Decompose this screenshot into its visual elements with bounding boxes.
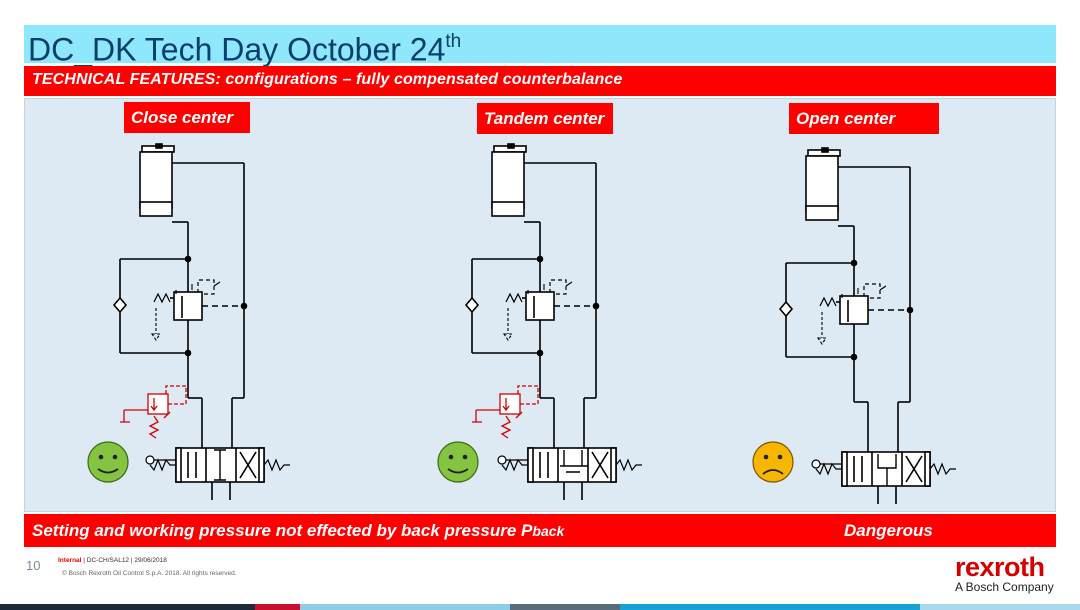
footer-stripe — [300, 604, 510, 610]
circuit-tandem-center — [465, 143, 643, 501]
smiling-face-icon — [87, 441, 129, 483]
danger-label: Dangerous — [844, 521, 933, 540]
footer-classification: Internal | DC-CH/SAL12 | 29/06/2018 — [58, 557, 167, 564]
relief-valve-close-center — [119, 385, 187, 439]
circuit-close-center — [113, 143, 291, 501]
smiling-face-icon — [437, 441, 479, 483]
statement-subscript: back — [532, 523, 565, 539]
page-title: DC_DK Tech Day October 24th — [28, 31, 462, 68]
config-label-close-center: Close center — [124, 102, 250, 133]
footer-copyright: © Bosch Rexroth Oil Control S.p.A. 2018.… — [62, 570, 237, 577]
footer-stripe — [0, 604, 255, 610]
title-superscript: th — [445, 31, 462, 52]
rexroth-logo: rexroth — [955, 552, 1045, 582]
footer-stripe — [255, 604, 300, 610]
relief-valve-tandem-center — [471, 385, 539, 439]
subtitle-bar: TECHNICAL FEATURES: configurations – ful… — [24, 66, 1056, 96]
subtitle-text: TECHNICAL FEATURES: configurations – ful… — [32, 71, 623, 88]
statement-text: Setting and working pressure not effecte… — [32, 521, 565, 540]
config-label-tandem-center: Tandem center — [477, 103, 613, 134]
bottom-bar: Setting and working pressure not effecte… — [24, 514, 1056, 547]
footer-stripe — [920, 604, 1080, 610]
footer-stripe — [620, 604, 920, 610]
logo-subtitle: A Bosch Company — [955, 580, 1054, 594]
frowning-face-icon — [752, 441, 794, 483]
footer-stripe — [510, 604, 620, 610]
title-bar: DC_DK Tech Day October 24th — [24, 25, 1056, 68]
circuit-open-center — [779, 147, 957, 505]
hydraulic-diagrams — [87, 143, 957, 505]
config-label-open-center: Open center — [789, 103, 939, 134]
page-number: 10 — [26, 558, 41, 573]
